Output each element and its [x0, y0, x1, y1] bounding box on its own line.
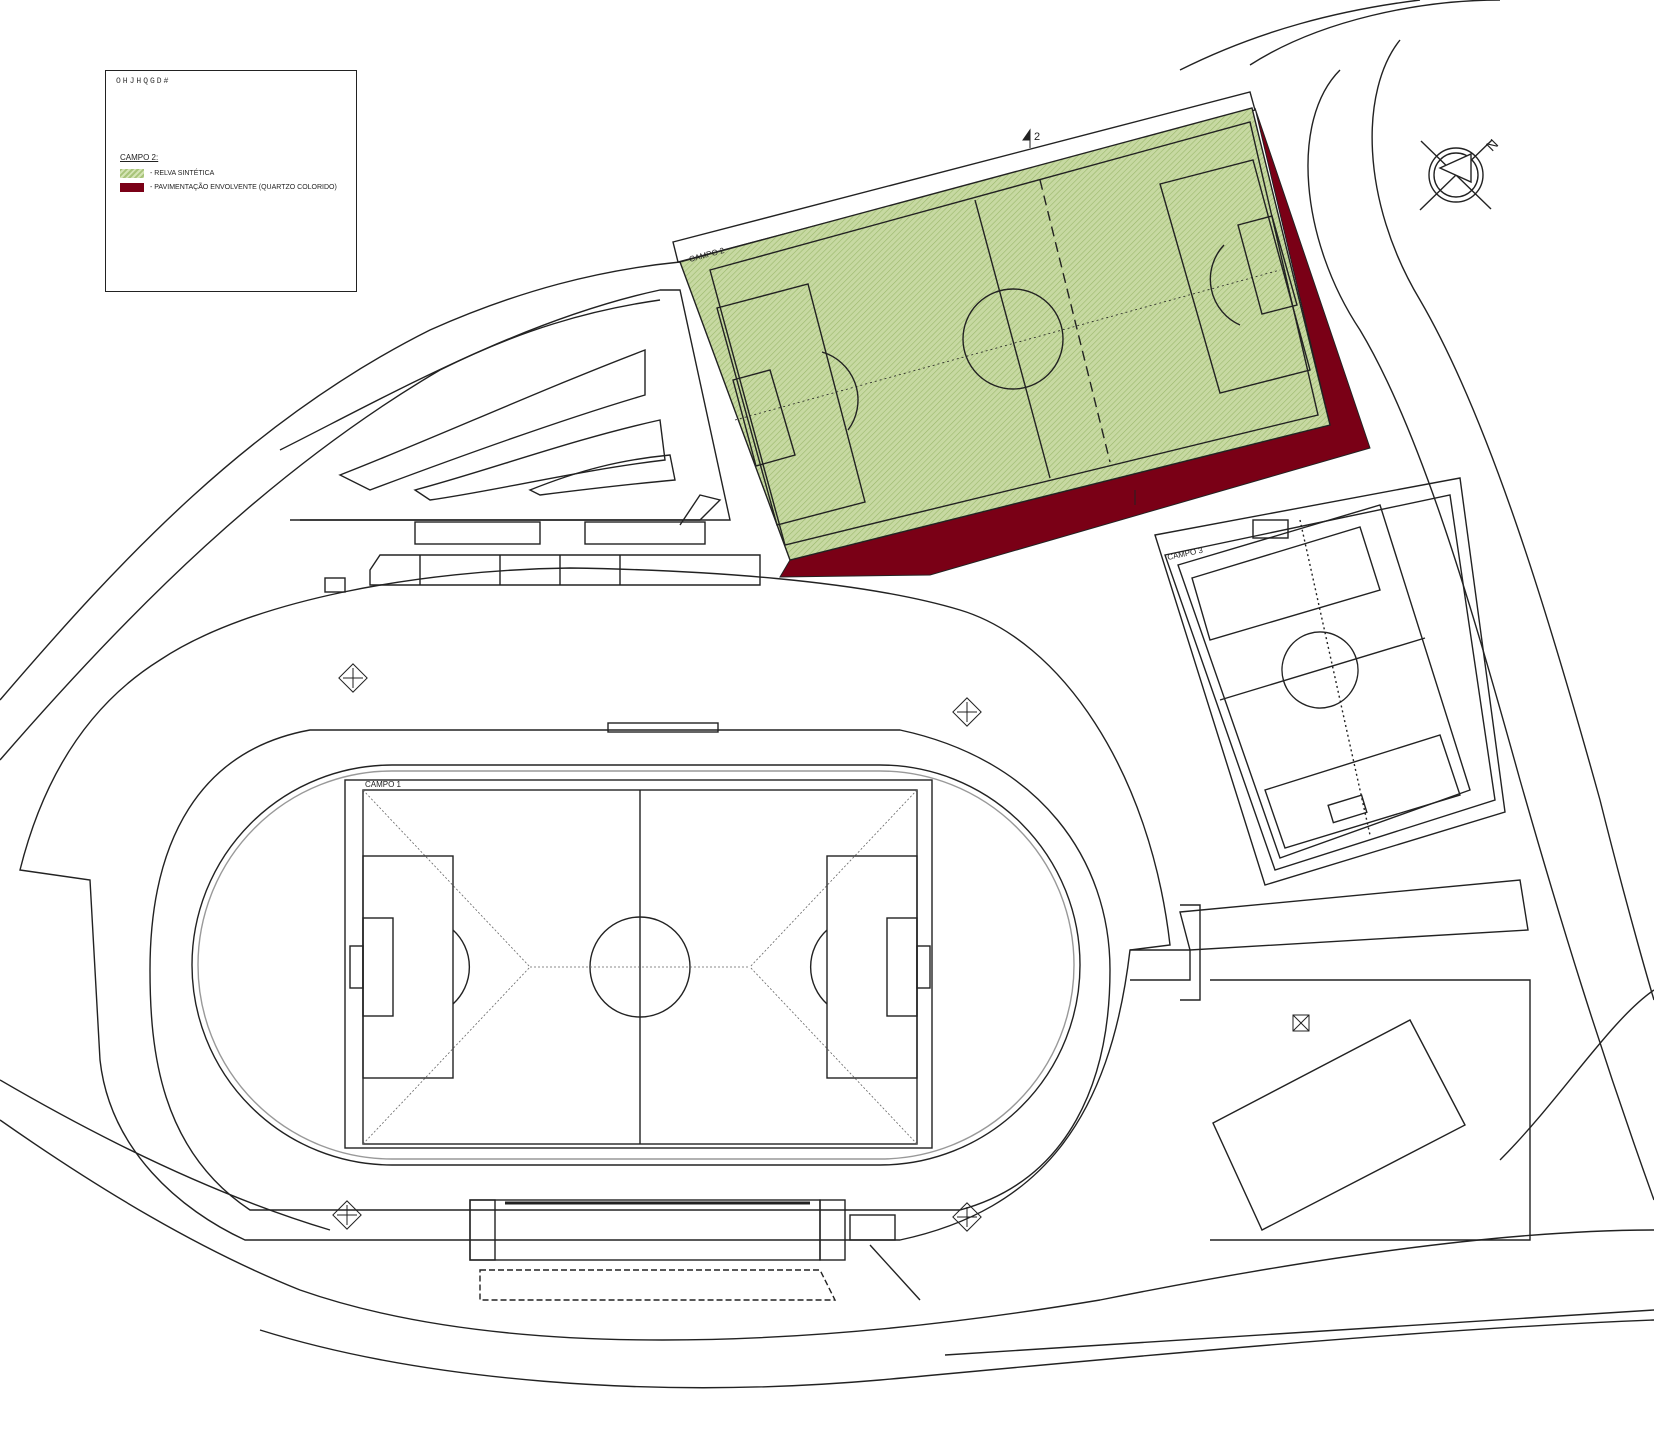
- north-arrow-icon: [1419, 139, 1493, 211]
- parking-area: [279, 289, 731, 521]
- section-marker-icon: [1022, 128, 1136, 505]
- road-east-inner: [1371, 39, 1654, 1001]
- campo2-grass: [679, 107, 1331, 561]
- north-label: N: [1483, 136, 1501, 154]
- campo3-boundary: [1164, 494, 1496, 871]
- track-inner: [191, 764, 1081, 1166]
- legend: OHJHQGD# CAMPO 2: - RELVA SINTÉTICA - PA…: [105, 70, 357, 292]
- section-marker-label: 2: [1034, 131, 1040, 143]
- legend-item-label: - RELVA SINTÉTICA: [150, 170, 215, 177]
- tennis-court: [1212, 1019, 1466, 1231]
- road-edge-west: [0, 261, 681, 701]
- road-south-outer: [0, 1119, 1654, 1341]
- road-southeast: [1499, 989, 1654, 1161]
- track-outer: [149, 729, 1111, 1211]
- campo1-boundary: [344, 779, 933, 1149]
- south-stand: [469, 1199, 821, 1261]
- legend-code: OHJHQGD#: [116, 77, 171, 86]
- road-edge-east: [1249, 0, 1501, 66]
- parking-bay-2: [413, 419, 666, 501]
- legend-heading: CAMPO 2:: [120, 153, 159, 162]
- campo2-pitch: [709, 121, 1319, 546]
- road-east-outer: [1307, 69, 1654, 1201]
- campo1-label: CAMPO 1: [365, 780, 402, 789]
- north-stairs: [369, 554, 761, 586]
- campo3-pitch: [1177, 504, 1471, 859]
- track-lane: [197, 770, 1075, 1160]
- parking-bay-1: [338, 348, 646, 491]
- lighting-mast: [332, 663, 1310, 1232]
- road-edge-northeast: [1179, 0, 1421, 71]
- parking-bay-3: [528, 454, 676, 496]
- paving-swatch-icon: [120, 183, 144, 192]
- road-south-lower: [259, 1319, 1654, 1389]
- grass-swatch-icon: [120, 169, 144, 178]
- campo3-surround: [1154, 477, 1506, 886]
- legend-item-paving: - PAVIMENTAÇÃO ENVOLVENTE (QUARTZO COLOR…: [120, 183, 337, 192]
- road-edge-west-inner: [0, 299, 661, 761]
- legend-item-label: - PAVIMENTAÇÃO ENVOLVENTE (QUARTZO COLOR…: [150, 184, 337, 191]
- legend-item-synthetic-grass: - RELVA SINTÉTICA: [120, 169, 214, 178]
- stadium-outer: [19, 567, 1171, 1241]
- road-south-inner: [0, 1079, 331, 1231]
